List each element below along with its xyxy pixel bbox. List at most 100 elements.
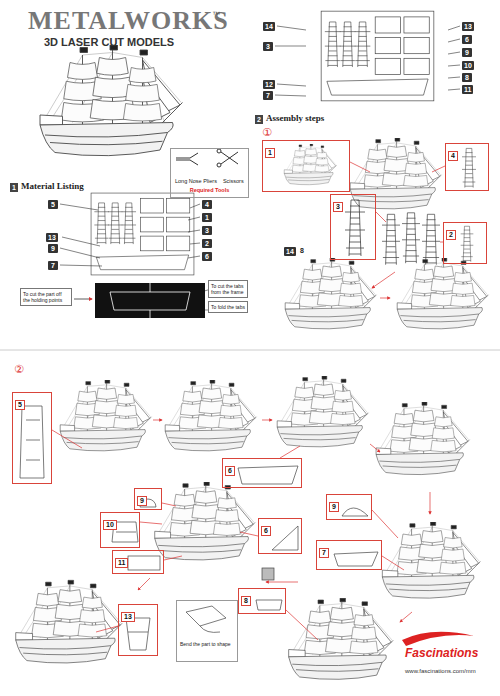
callout-number: 2: [202, 239, 212, 248]
callout-number: 7: [48, 261, 58, 270]
callout-number: 7: [263, 91, 273, 100]
part-detail-box: 10: [100, 512, 140, 548]
part-detail-box: 13: [118, 604, 158, 656]
use-art: [321, 11, 434, 101]
section-number: 2: [255, 115, 263, 124]
part-number: 4: [448, 151, 458, 161]
part-detail-box: 6: [258, 518, 302, 554]
path-art: [266, 582, 298, 583]
use-art: [16, 580, 122, 663]
use-art: [91, 193, 194, 275]
part-number: 10: [103, 520, 117, 530]
part-number: 6: [225, 466, 235, 476]
instruction-box: Bend the part to shape: [176, 600, 238, 662]
use-art: [285, 258, 376, 329]
step-number: ②: [14, 364, 24, 376]
part-detail-box: 5: [12, 392, 52, 484]
use-art: [376, 402, 469, 475]
part-detail-box: 3: [330, 194, 376, 260]
part-number: 11: [115, 558, 128, 568]
circle-art: [217, 163, 221, 167]
part-number: 9: [329, 502, 339, 512]
callout-number: 12: [263, 80, 275, 89]
callout-number: 11: [462, 85, 473, 94]
trademark: ™: [212, 10, 220, 19]
parts-sheet: [321, 11, 434, 101]
use-art: [350, 138, 441, 209]
cover-ship: [40, 45, 183, 156]
part-number: 8: [241, 596, 251, 606]
part-number: 9: [137, 496, 147, 506]
note-text: To fold the tabs: [211, 304, 245, 310]
callout-number: 5: [48, 200, 58, 209]
note-text: To cut the part off the holding points: [23, 291, 69, 303]
callout-number: 4: [202, 200, 212, 209]
part-detail-box: 6: [222, 458, 302, 488]
part-number: 5: [15, 400, 25, 410]
path-art: [221, 152, 238, 164]
path-art: [176, 153, 198, 165]
path-art: [188, 204, 200, 258]
part-number: 3: [333, 202, 343, 212]
path-art: [262, 420, 272, 421]
part-detail-box: 8: [238, 588, 286, 614]
brand-logo: [402, 632, 474, 646]
use-art: [462, 148, 476, 187]
circle-art: [217, 149, 221, 153]
step-number: ①: [262, 127, 272, 139]
tool-label: Long Nose Pliers: [175, 178, 217, 185]
path-art: [372, 272, 395, 288]
rect-art: [95, 283, 205, 318]
path-art: [150, 283, 151, 318]
callout-number: 8: [462, 73, 472, 82]
callout-number: 6: [462, 35, 472, 44]
path-art: [60, 204, 102, 266]
use-art: [60, 380, 151, 451]
rect-art: [262, 568, 274, 580]
use-art: [155, 482, 255, 560]
path-art: [256, 600, 282, 610]
callout-number: 14: [263, 22, 275, 31]
callout-number: 13: [46, 233, 58, 242]
page-divider: [0, 350, 500, 351]
tool-label: Scissors: [223, 178, 244, 185]
path-art: [272, 526, 298, 550]
brand-title: METALWORKS: [28, 6, 229, 36]
part-detail-box: 11: [112, 550, 164, 574]
part-detail-box: 9: [326, 494, 372, 520]
note-box: To cut the part off the holding points: [20, 288, 72, 306]
note-box: To cut the tabs from the frame: [208, 280, 248, 298]
rect-art: [128, 556, 160, 570]
step-two-leaders: [52, 420, 430, 640]
callout-number: 9: [462, 48, 472, 57]
callout-number: 3: [202, 226, 212, 235]
path-art: [350, 162, 445, 242]
part-detail-box: 2: [443, 222, 487, 264]
step-two-figures: [16, 376, 481, 679]
part-detail-box: 1: [262, 140, 350, 192]
use-art: [382, 522, 480, 598]
path-art: [334, 552, 378, 566]
path-art: [342, 508, 368, 516]
note-text: To cut the tabs from the frame: [211, 283, 245, 295]
part-detail-box: 9: [134, 488, 162, 510]
tools-box: Long Nose PliersScissorsRequired Tools: [170, 148, 249, 198]
subtitle: 3D LASER CUT MODELS: [44, 36, 174, 49]
line-art: [0, 350, 500, 351]
path-art: [126, 618, 150, 650]
section-number: 1: [10, 183, 18, 192]
part-detail-box: 7: [316, 540, 382, 570]
callout-number: 10: [462, 61, 474, 70]
callout-number: 6: [202, 252, 212, 261]
path-art: [430, 492, 431, 514]
use-art: [382, 214, 400, 264]
part-number: 1: [265, 148, 275, 158]
section-heading: Assembly steps: [266, 113, 324, 124]
callout-number: 13: [462, 22, 474, 31]
path-art: [380, 298, 390, 299]
callout-number: 14: [284, 247, 296, 256]
use-art: [345, 200, 365, 256]
part-number: 7: [319, 548, 329, 558]
